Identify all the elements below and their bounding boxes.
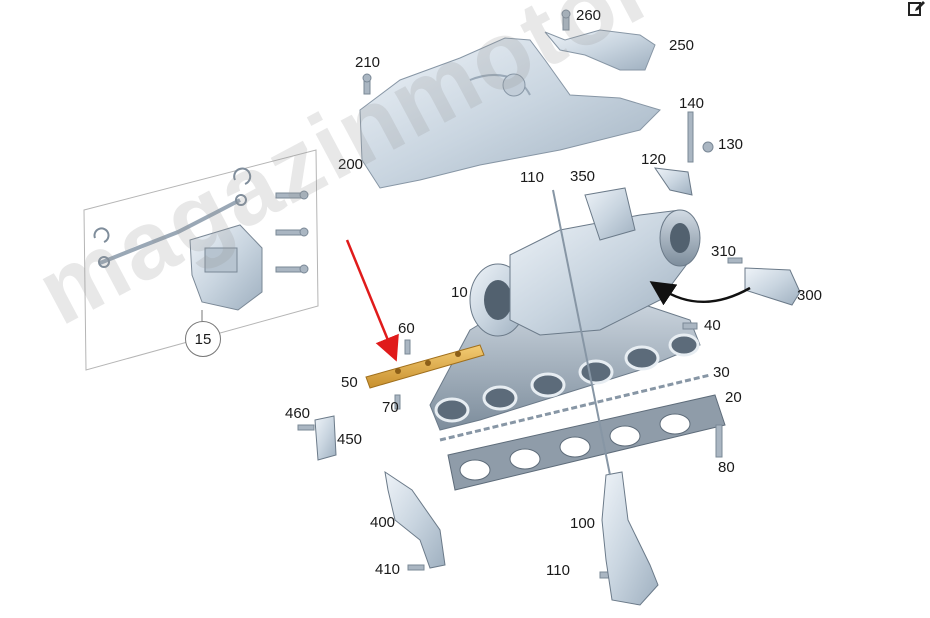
bolt-310 [727, 257, 743, 264]
callout-100[interactable]: 100 [570, 515, 596, 532]
callout-310[interactable]: 310 [711, 243, 737, 260]
callout-300[interactable]: 300 [797, 287, 823, 304]
callout-60[interactable]: 60 [398, 320, 415, 337]
callout-410[interactable]: 410 [375, 561, 401, 578]
callout-260[interactable]: 260 [576, 7, 602, 24]
callout-80[interactable]: 80 [718, 459, 735, 476]
heat-shield-250 [544, 29, 656, 71]
bracket-120 [653, 167, 693, 196]
bolt-140 [687, 111, 694, 163]
stud-110 [552, 189, 611, 476]
callout-130[interactable]: 130 [718, 136, 744, 153]
callout-140[interactable]: 140 [679, 95, 705, 112]
callout-120[interactable]: 120 [641, 151, 667, 168]
highlight-arrow [345, 239, 399, 362]
nut-130 [702, 141, 714, 153]
edit-icon[interactable] [908, 0, 926, 18]
gasket-20 [447, 394, 726, 491]
turbocharger [469, 187, 701, 337]
callout-450[interactable]: 450 [337, 431, 363, 448]
callout-250[interactable]: 250 [669, 37, 695, 54]
pipe-300 [744, 267, 801, 306]
callout-10[interactable]: 10 [451, 284, 468, 301]
callout-50[interactable]: 50 [341, 374, 358, 391]
group-15-inset [83, 149, 319, 371]
clip-40 [682, 322, 698, 330]
callout-210[interactable]: 210 [355, 54, 381, 71]
callout-20[interactable]: 20 [725, 389, 742, 406]
callout-200[interactable]: 200 [338, 156, 364, 173]
callout-70[interactable]: 70 [382, 399, 399, 416]
callout-110-bottom[interactable]: 110 [546, 562, 570, 579]
callout-460[interactable]: 460 [285, 405, 311, 422]
bracket-400 [384, 470, 446, 569]
callout-15: 15 [194, 330, 212, 348]
callout-400[interactable]: 400 [370, 514, 396, 531]
callout-110-top[interactable]: 110 [520, 169, 544, 186]
bracket-450 [314, 415, 337, 461]
callout-350[interactable]: 350 [570, 168, 596, 185]
gasket-30 [439, 373, 711, 442]
heat-shield-200 [359, 37, 661, 189]
assembly-arrow [649, 281, 751, 306]
callout-30[interactable]: 30 [713, 364, 730, 381]
callout-40[interactable]: 40 [704, 317, 721, 334]
bolts-top [362, 9, 571, 95]
support-100 [601, 471, 659, 606]
highlighted-part-50 [365, 344, 485, 389]
group-15-circle[interactable]: 15 [185, 321, 221, 357]
